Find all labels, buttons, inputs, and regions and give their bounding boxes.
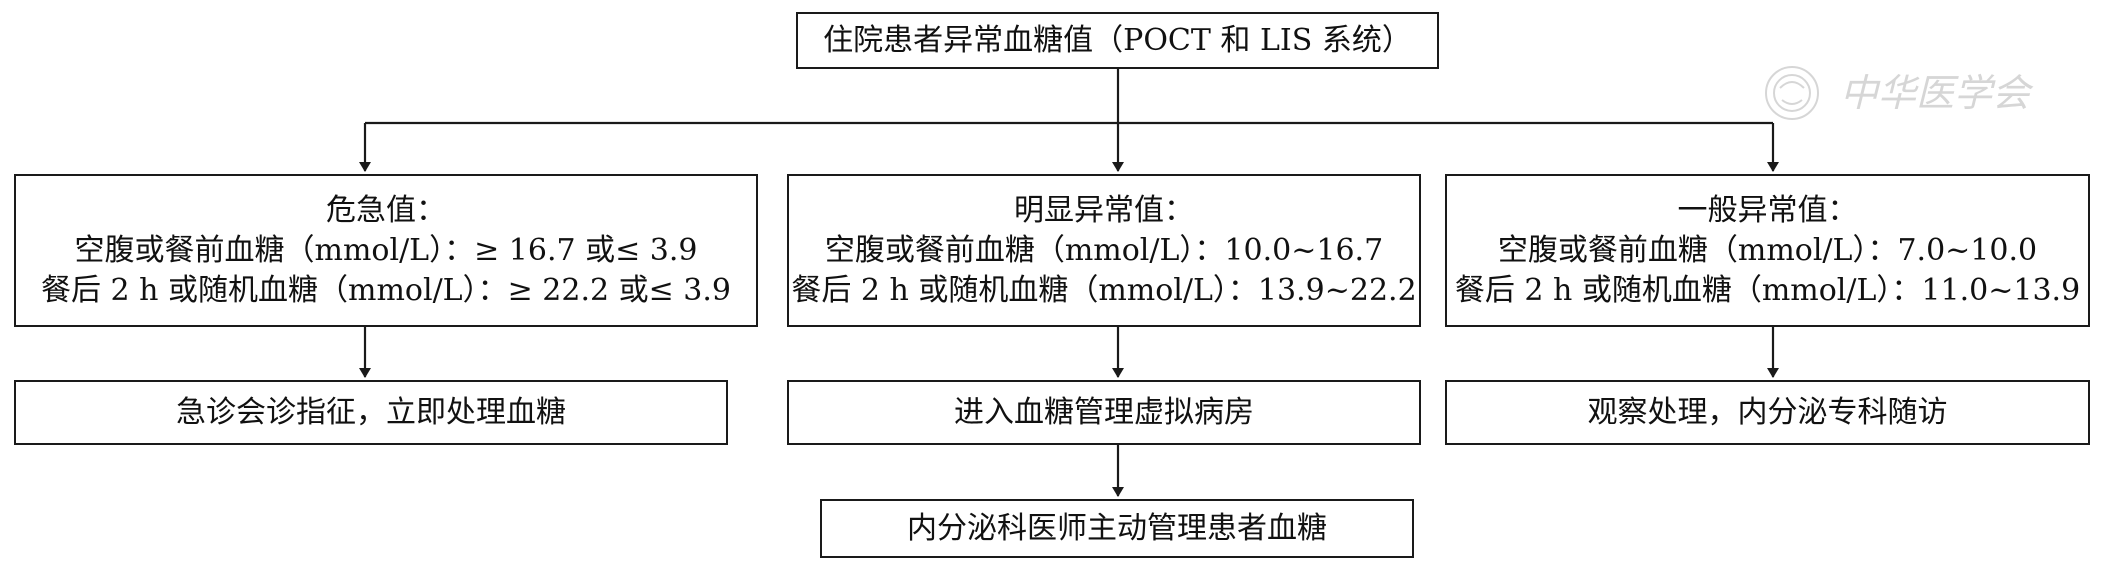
obvious-abnormal-box: 明显异常值： 空腹或餐前血糖（mmol/L）：10.0~16.7 餐后 2 h … — [787, 174, 1421, 327]
critical-action-box: 急诊会诊指征，立即处理血糖 — [14, 380, 728, 445]
general-abnormal-box: 一般异常值： 空腹或餐前血糖（mmol/L）：7.0~10.0 餐后 2 h 或… — [1445, 174, 2090, 327]
top-box-text: 住院患者异常血糖值（POCT 和 LIS 系统） — [823, 22, 1412, 58]
obvious-action-box: 进入血糖管理虚拟病房 — [787, 380, 1421, 445]
publisher-watermark: 中华医学会 — [1765, 66, 2034, 120]
top-box: 住院患者异常血糖值（POCT 和 LIS 系统） — [796, 12, 1439, 69]
critical-title: 危急值： — [326, 192, 446, 228]
obvious-fasting-range: 空腹或餐前血糖（mmol/L）：10.0~16.7 — [824, 232, 1384, 268]
general-postprandial-range: 餐后 2 h 或随机血糖（mmol/L）：11.0~13.9 — [1454, 272, 2081, 308]
watermark-text: 中华医学会 — [1840, 71, 2034, 115]
critical-postprandial-range: 餐后 2 h 或随机血糖（mmol/L）：≥ 22.2 或≤ 3.9 — [41, 272, 731, 308]
critical-action-text: 急诊会诊指征，立即处理血糖 — [176, 394, 566, 430]
final-box-text: 内分泌科医师主动管理患者血糖 — [907, 510, 1327, 546]
general-fasting-range: 空腹或餐前血糖（mmol/L）：7.0~10.0 — [1497, 232, 2038, 268]
general-action-box: 观察处理，内分泌专科随访 — [1445, 380, 2090, 445]
watermark-seal-icon — [1765, 66, 1819, 120]
critical-fasting-range: 空腹或餐前血糖（mmol/L）：≥ 16.7 或≤ 3.9 — [74, 232, 698, 268]
final-box: 内分泌科医师主动管理患者血糖 — [820, 499, 1414, 558]
general-title: 一般异常值： — [1677, 192, 1858, 228]
obvious-title: 明显异常值： — [1014, 192, 1194, 228]
obvious-action-text: 进入血糖管理虚拟病房 — [954, 394, 1254, 430]
obvious-postprandial-range: 餐后 2 h 或随机血糖（mmol/L）：13.9~22.2 — [791, 272, 1417, 308]
general-action-text: 观察处理，内分泌专科随访 — [1587, 394, 1948, 430]
critical-value-box: 危急值： 空腹或餐前血糖（mmol/L）：≥ 16.7 或≤ 3.9 餐后 2 … — [14, 174, 758, 327]
